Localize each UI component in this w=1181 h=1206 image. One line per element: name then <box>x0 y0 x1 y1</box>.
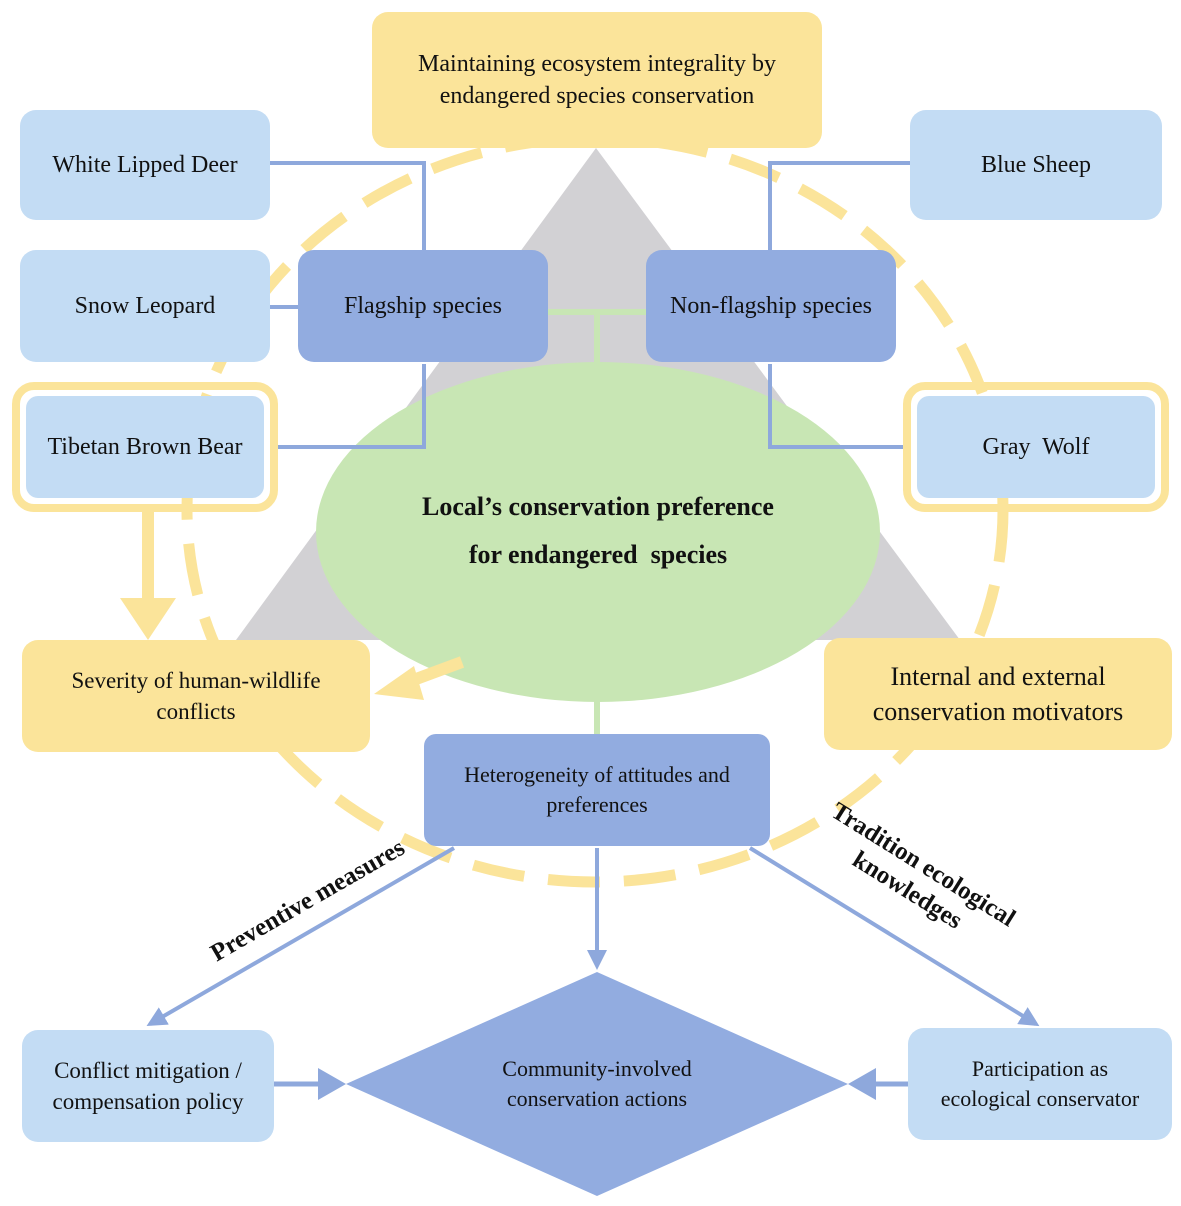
center-text-line1: Local’s conservation preference <box>422 491 774 521</box>
participation-box: Participation as ecological conservator <box>908 1028 1172 1140</box>
center-preference-text: Local’s conservation preference for enda… <box>380 486 816 576</box>
arrow-participation-to-community-head <box>848 1068 876 1100</box>
connector-sheep-nonflagship <box>768 161 910 250</box>
heterogeneity-text-line1: Heterogeneity of attitudes and <box>464 762 730 788</box>
species-label: Tibetan Brown Bear <box>47 433 243 460</box>
goal-text-line1: Maintaining ecosystem integrality by <box>418 50 776 77</box>
conflict-text-line1: Conflict mitigation / <box>54 1057 242 1083</box>
species-white-lipped-deer: White Lipped Deer <box>20 110 270 220</box>
arrow-to-conflict-mitigation <box>146 846 456 1027</box>
motivators-text-line1: Internal and external <box>890 661 1106 691</box>
category-label: Non-flagship species <box>670 292 872 319</box>
goal-box: Maintaining ecosystem integrality by end… <box>372 12 822 148</box>
category-flagship: Flagship species <box>298 250 548 362</box>
species-tibetan-brown-bear: Tibetan Brown Bear <box>26 396 264 498</box>
species-gray-wolf: Gray Wolf <box>917 396 1155 498</box>
arrow-conflict-to-community-head <box>318 1068 346 1100</box>
participation-text-line2: ecological conservator <box>940 1086 1140 1111</box>
center-text-line2: for endangered species <box>468 540 728 569</box>
community-text-line1: Community-involved <box>502 1056 692 1082</box>
species-label: Snow Leopard <box>74 292 216 319</box>
community-text-line2: conservation actions <box>506 1086 688 1111</box>
wolf-highlight-ring <box>903 382 1169 512</box>
goal-text-line2: endangered species conservation <box>439 83 755 109</box>
connector-deer-flagship <box>270 161 426 250</box>
community-diamond <box>346 972 848 1196</box>
connector-wolf-nonflagship <box>768 364 910 449</box>
category-label: Flagship species <box>344 292 502 319</box>
community-actions-text: Community-involved conservation actions <box>440 1044 754 1124</box>
severity-text-line2: conflicts <box>156 699 236 724</box>
participation-text-line1: Participation as <box>971 1056 1109 1082</box>
heterogeneity-box: Heterogeneity of attitudes and preferenc… <box>424 734 770 846</box>
species-snow-leopard: Snow Leopard <box>20 250 270 362</box>
connector-bear-flagship <box>270 364 426 449</box>
center-ellipse <box>316 362 880 702</box>
arrow-bear-to-severity-head <box>120 598 176 640</box>
conflict-mitigation-box: Conflict mitigation / compensation polic… <box>22 1030 274 1142</box>
severity-box: Severity of human-wildlife conflicts <box>22 640 370 752</box>
severity-text-line1: Severity of human-wildlife <box>71 667 321 693</box>
heterogeneity-text-line2: preferences <box>546 792 648 817</box>
species-label: Gray Wolf <box>982 433 1090 460</box>
motivators-box: Internal and external conservation motiv… <box>824 638 1172 750</box>
arrow-to-participation <box>748 846 1040 1027</box>
conflict-text-line2: compensation policy <box>52 1089 244 1114</box>
bear-highlight-ring <box>12 382 278 512</box>
species-label: Blue Sheep <box>981 151 1091 178</box>
category-non-flagship: Non-flagship species <box>646 250 896 362</box>
species-blue-sheep: Blue Sheep <box>910 110 1162 220</box>
motivators-text-line2: conservation motivators <box>872 697 1124 726</box>
species-label: White Lipped Deer <box>52 151 238 178</box>
arrow-ellipse-to-severity-head <box>374 666 424 700</box>
